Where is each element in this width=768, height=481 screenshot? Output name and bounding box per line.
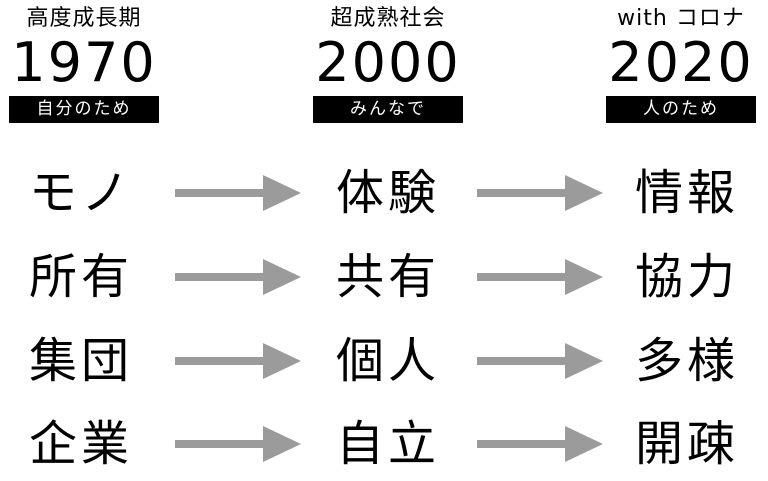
cell-1970-row1: モノ bbox=[28, 165, 133, 221]
column-header-2020: with コロナ 2020 人のため bbox=[606, 0, 756, 123]
arrow-right-icon bbox=[175, 426, 301, 462]
cell-2020-row2: 協力 bbox=[634, 249, 739, 305]
arrow-right-icon bbox=[175, 343, 301, 379]
cell-1970-row4: 企業 bbox=[28, 416, 133, 472]
cell-1970-row2: 所有 bbox=[28, 249, 133, 305]
cell-2020-row4: 開疎 bbox=[634, 416, 739, 472]
year-label: 2000 bbox=[315, 31, 461, 94]
cell-1970-row3: 集団 bbox=[28, 333, 133, 389]
tag-badge: みんなで bbox=[313, 96, 463, 123]
arrow-right-icon bbox=[175, 175, 301, 211]
arrow-right-icon bbox=[477, 259, 603, 295]
tag-badge: 自分のため bbox=[9, 96, 159, 123]
arrow-right-icon bbox=[477, 426, 603, 462]
year-label: 1970 bbox=[11, 31, 157, 94]
arrow-right-icon bbox=[477, 343, 603, 379]
cell-2020-row3: 多様 bbox=[634, 333, 739, 389]
cell-2000-row2: 共有 bbox=[335, 249, 440, 305]
era-label: with コロナ bbox=[617, 6, 745, 31]
era-label: 超成熟社会 bbox=[330, 6, 446, 31]
cell-2000-row4: 自立 bbox=[335, 416, 440, 472]
cell-2000-row3: 個人 bbox=[335, 333, 440, 389]
arrow-right-icon bbox=[477, 175, 603, 211]
year-label: 2020 bbox=[608, 31, 754, 94]
cell-2000-row1: 体験 bbox=[335, 165, 440, 221]
column-header-1970: 高度成長期 1970 自分のため bbox=[9, 0, 159, 123]
column-header-2000: 超成熟社会 2000 みんなで bbox=[313, 0, 463, 123]
cell-2020-row1: 情報 bbox=[634, 165, 739, 221]
arrow-right-icon bbox=[175, 259, 301, 295]
tag-badge: 人のため bbox=[606, 96, 756, 123]
era-label: 高度成長期 bbox=[26, 6, 142, 31]
